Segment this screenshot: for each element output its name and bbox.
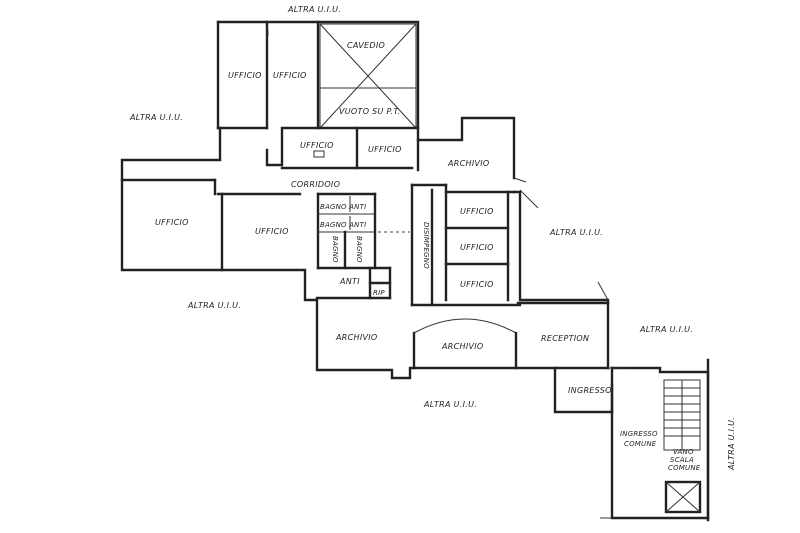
label-ufficio-r2: UFFICIO: [460, 243, 494, 252]
label-ufficio-4: UFFICIO: [368, 145, 402, 154]
interior-walls: [120, 20, 702, 519]
label-bagno-2: BAGNO: [355, 236, 363, 263]
label-altra-bottom-left: ALTRA U.I.U.: [187, 301, 241, 310]
label-disimpegno: DISIMPEGNO: [422, 222, 430, 269]
label-ingresso-comune-1: INGRESSO: [620, 430, 658, 438]
label-altra-left: ALTRA U.I.U.: [129, 113, 183, 122]
label-bagno-1: BAGNO: [331, 236, 339, 263]
label-ufficio-3: UFFICIO: [300, 141, 334, 150]
label-ufficio-big: UFFICIO: [155, 218, 189, 227]
label-ufficio-r1: UFFICIO: [460, 207, 494, 216]
label-vano-1: VANO: [673, 448, 694, 456]
label-altra-far-right: ALTRA U.I.U.: [727, 417, 736, 471]
label-anti: ANTI: [339, 277, 360, 286]
label-vuoto: VUOTO SU P.T.: [339, 107, 400, 116]
label-ufficio-1: UFFICIO: [228, 71, 262, 80]
label-vano-3: COMUNE: [668, 464, 701, 472]
label-ingresso-comune-2: COMUNE: [624, 440, 657, 448]
label-altra-bottom: ALTRA U.I.U.: [423, 400, 477, 409]
label-rip: RIP: [373, 289, 385, 297]
label-cavedio: CAVEDIO: [347, 41, 385, 50]
label-corridoio: CORRIDOIO: [291, 180, 340, 189]
room-labels: ALTRA U.I.U. ALTRA U.I.U. UFFICIO UFFICI…: [129, 5, 736, 472]
label-reception: RECEPTION: [541, 334, 589, 343]
label-ufficio-r3: UFFICIO: [460, 280, 494, 289]
label-ingresso: INGRESSO: [568, 386, 612, 395]
label-altra-right-mid: ALTRA U.I.U.: [549, 228, 603, 237]
label-ufficio-5: UFFICIO: [255, 227, 289, 236]
label-altra-top: ALTRA U.I.U.: [287, 5, 341, 14]
label-bagno-anti-2: BAGNO ANTI: [320, 221, 366, 229]
label-archivio-2: ARCHIVIO: [335, 333, 378, 342]
label-altra-right-lower: ALTRA U.I.U.: [639, 325, 693, 334]
label-vano-2: SCALA: [670, 456, 694, 464]
label-archivio-3: ARCHIVIO: [441, 342, 484, 351]
label-bagno-anti-1: BAGNO ANTI: [320, 203, 366, 211]
label-ufficio-2: UFFICIO: [273, 71, 307, 80]
label-archivio-1: ARCHIVIO: [447, 159, 490, 168]
outer-walls: [120, 20, 710, 522]
